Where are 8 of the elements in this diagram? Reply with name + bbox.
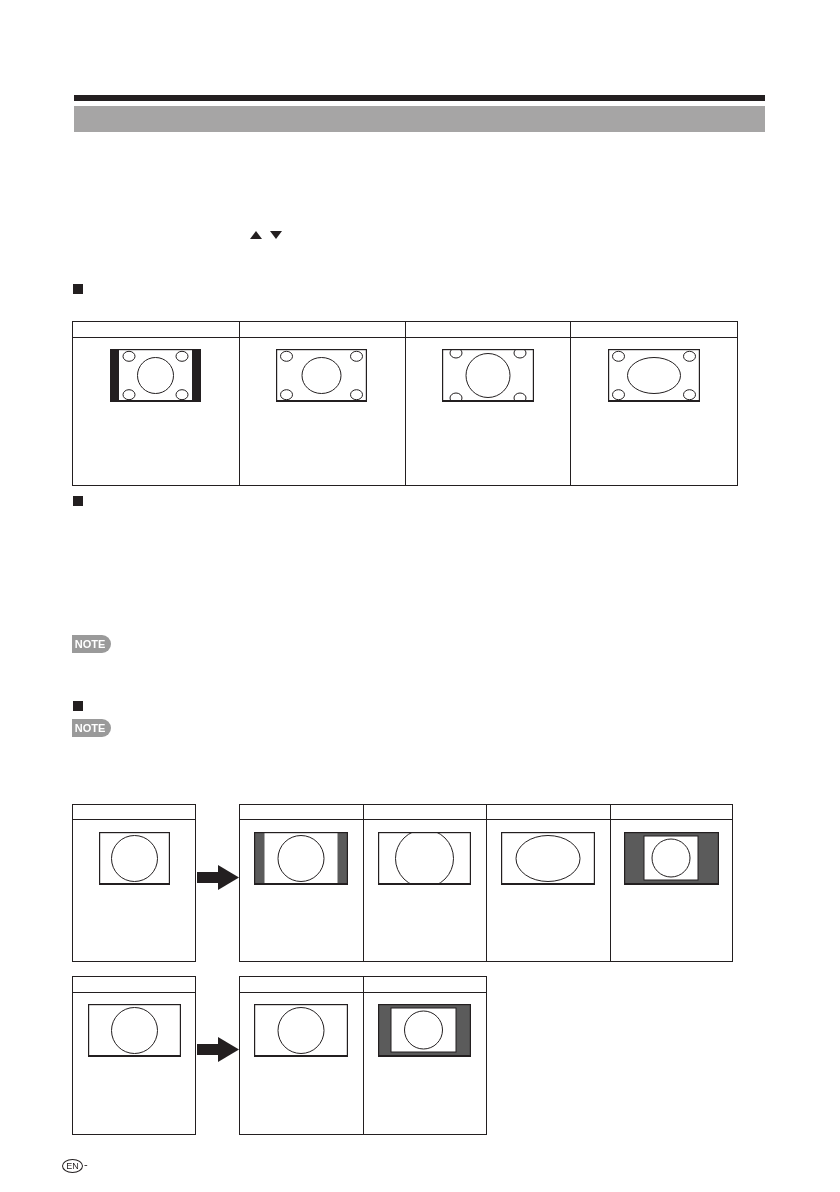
- arrow: [197, 1037, 239, 1062]
- heading-band: [74, 106, 765, 132]
- page-number-dash: -: [84, 1157, 88, 1171]
- note-label: NOTE: [72, 719, 111, 737]
- note-label: NOTE: [72, 635, 111, 653]
- input-panel: [72, 976, 196, 1135]
- arrow: [197, 865, 239, 890]
- input-panel: [72, 804, 196, 962]
